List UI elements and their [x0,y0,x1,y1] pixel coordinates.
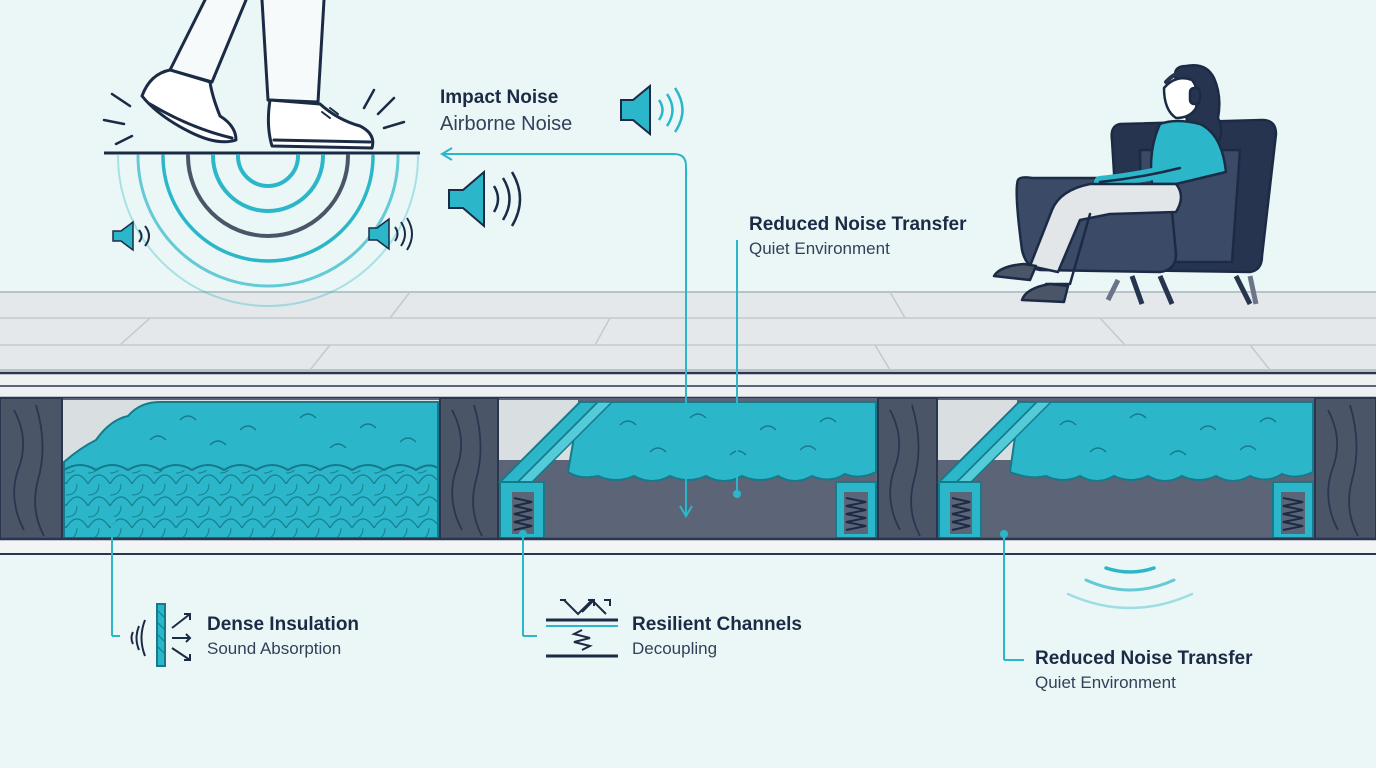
dense-insulation [63,401,439,539]
label-resilient-channels: Resilient Channels Decoupling [632,613,802,661]
speaker-icon [620,83,684,137]
decoupling-subtitle: Decoupling [632,639,718,658]
impact-noise-title: Impact Noise [440,87,559,108]
subfloor [0,371,1376,400]
speaker-icon [112,220,150,252]
sound-absorption-subtitle: Sound Absorption [207,639,342,658]
floor-boards [0,291,1376,372]
reduced-sound-waves [1066,566,1194,610]
absorption-icon [130,603,192,667]
cavity-insulation-2 [566,401,877,482]
label-reduced-noise-top: Reduced Noise Transfer Quiet Environment [749,213,967,261]
shoe-icon [140,68,238,144]
label-dense-insulation: Dense Insulation Sound Absorption [207,613,359,661]
speaker-icon [448,169,522,229]
airborne-noise-subtitle: Airborne Noise [440,113,573,135]
person-with-headphones-icon [992,64,1228,304]
dense-insulation-title: Dense Insulation [207,614,360,635]
reduced-noise-bottom-title: Reduced Noise Transfer [1035,648,1253,669]
leader-lines [111,240,1024,661]
impact-marks [102,88,406,146]
speaker-icon [368,217,413,251]
ceiling-drywall [0,537,1376,555]
noise-path-arrow [440,147,693,518]
impact-sound-waves [117,154,419,307]
resilient-channels-title: Resilient Channels [632,614,802,635]
quiet-environment-bottom-subtitle: Quiet Environment [1035,673,1176,692]
label-impact-noise: Impact Noise Airborne Noise [440,86,572,138]
cavity-insulation-3 [1008,401,1314,482]
quiet-environment-top-subtitle: Quiet Environment [749,239,890,258]
resilient-channel-2 [497,401,877,539]
leader-dots [108,490,1008,538]
label-reduced-noise-bottom: Reduced Noise Transfer Quiet Environment [1035,647,1253,695]
shoe-icon [266,98,375,150]
wood-joists [0,397,1376,541]
walking-person [140,0,375,150]
resilient-channel-3 [936,401,1314,539]
reduced-noise-top-title: Reduced Noise Transfer [749,214,967,235]
decoupling-icon [546,598,618,658]
